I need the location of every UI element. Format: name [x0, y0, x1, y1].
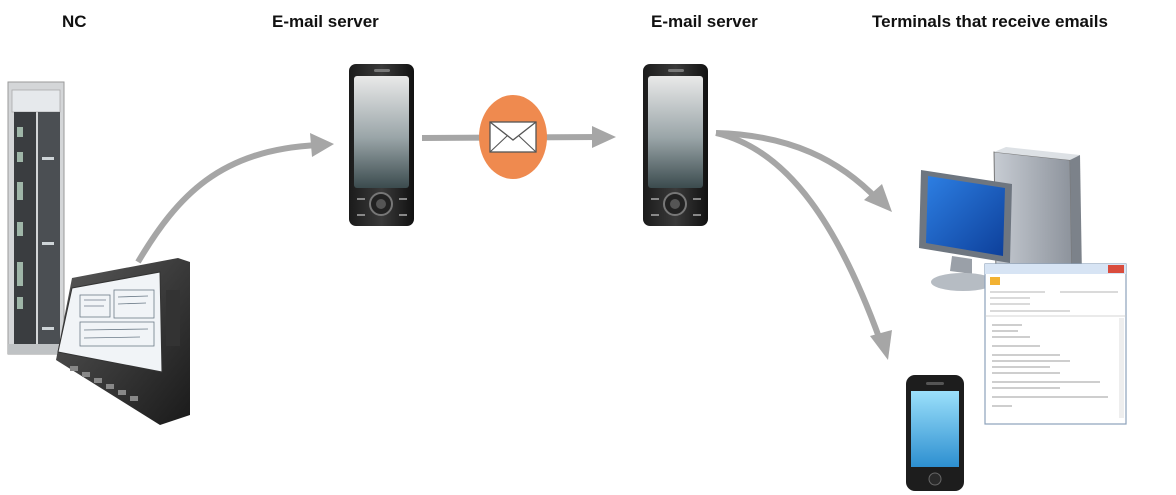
- arrow-server-to-phone: [715, 130, 892, 360]
- email-server-label-left: E-mail server: [272, 12, 379, 31]
- desktop-computer-icon: [919, 147, 1082, 291]
- nc-label: NC: [62, 12, 87, 31]
- envelope-icon: [479, 95, 547, 179]
- email-window-icon: [984, 263, 1127, 425]
- email-server-icon: [643, 64, 708, 226]
- smartphone-icon: [906, 375, 964, 491]
- email-server-icon: [349, 64, 414, 226]
- cnc-operator-panel-icon: [56, 258, 190, 425]
- terminals-label: Terminals that receive emails: [872, 12, 1108, 31]
- control-cabinet-icon: [7, 81, 65, 355]
- email-server-label-right: E-mail server: [651, 12, 758, 31]
- arrow-nc-to-server: [135, 133, 334, 264]
- arrow-server-to-desktop: [715, 130, 892, 212]
